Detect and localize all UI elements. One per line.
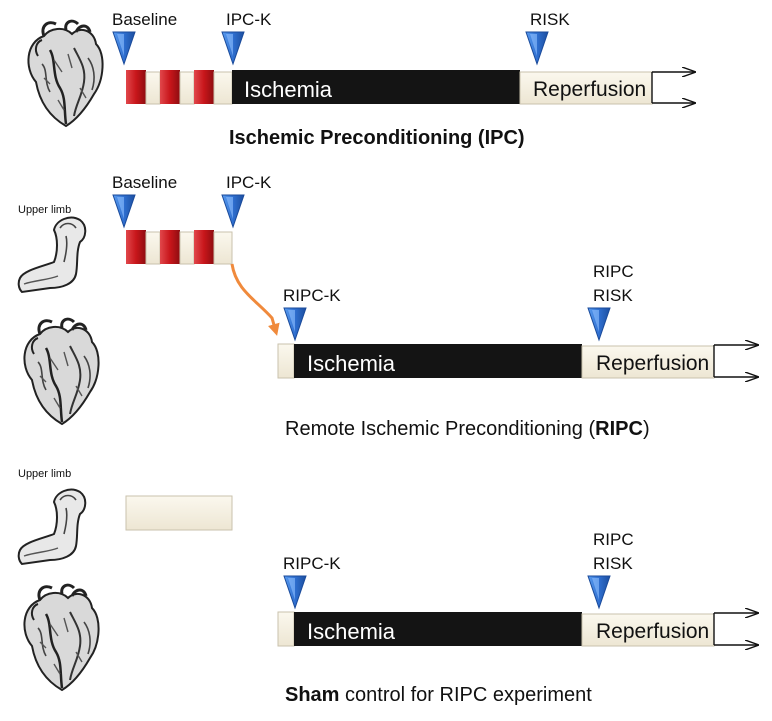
reperfusion-gap xyxy=(277,343,295,379)
ischemia-label: Ischemia xyxy=(307,351,396,376)
occlusion-block xyxy=(126,70,146,104)
arm-icon xyxy=(17,488,87,565)
reperfusion-bar xyxy=(519,71,653,105)
sham-caption-rest: control for RIPC experiment xyxy=(339,684,592,706)
reperfusion-label: Reperfusion xyxy=(596,352,710,375)
marker-label-risk: RISK xyxy=(593,286,633,305)
upper-limb-label: Upper limb xyxy=(18,468,72,480)
marker-pin-icon xyxy=(587,575,611,609)
ischemia-label: Ischemia xyxy=(307,619,396,644)
marker-label-ripc: RIPC xyxy=(593,262,634,281)
arm-icon xyxy=(17,216,87,293)
marker-pin-icon xyxy=(283,307,307,341)
reperfusion-gap xyxy=(145,71,161,105)
marker-pin-icon xyxy=(283,575,307,609)
marker-pin-icon xyxy=(221,31,245,65)
reperfusion-gap xyxy=(179,71,195,105)
occlusion-block xyxy=(160,70,180,104)
marker-label-risk: RISK xyxy=(593,554,633,573)
marker-label-ripc: RIPC xyxy=(593,530,634,549)
reperfusion-gap xyxy=(213,231,233,265)
ischemia-bar xyxy=(294,612,582,646)
reperfusion-bar xyxy=(581,345,715,379)
reperfusion-gap xyxy=(145,231,161,265)
occlusion-block xyxy=(194,230,214,264)
reperfusion-gap xyxy=(179,231,195,265)
sham-caption: Sham control for RIPC experiment xyxy=(285,683,592,707)
ischemia-bar xyxy=(232,70,520,104)
ischemia-bar xyxy=(294,344,582,378)
ipc-caption: Ischemic Preconditioning (IPC) xyxy=(229,127,525,149)
sham-caption-bold: Sham xyxy=(285,684,340,706)
heart-icon xyxy=(26,19,105,128)
transfer-arrow-icon xyxy=(230,263,280,336)
marker-label-ipck: IPC-K xyxy=(226,173,272,192)
ripc-caption-suffix: ) xyxy=(642,418,650,440)
reperfusion-label: Reperfusion xyxy=(596,620,710,643)
reperfusion-bar xyxy=(581,613,715,647)
occlusion-block xyxy=(126,230,146,264)
marker-label-baseline: Baseline xyxy=(112,173,178,192)
occlusion-block xyxy=(194,70,214,104)
ripc-caption: Remote Ischemic Preconditioning (RIPC) xyxy=(285,417,650,441)
marker-pin-icon xyxy=(525,31,549,65)
reperfusion-label: Reperfusion xyxy=(533,78,647,101)
ripc-caption-bold: RIPC xyxy=(595,418,643,440)
marker-pin-icon xyxy=(221,194,245,228)
reperfusion-gap xyxy=(213,71,233,105)
marker-label-ripck: RIPC-K xyxy=(283,554,341,573)
ripc-caption-prefix: Remote Ischemic Preconditioning ( xyxy=(285,418,596,440)
marker-label-baseline: Baseline xyxy=(112,10,178,29)
marker-label-risk: RISK xyxy=(530,10,570,29)
occlusion-block xyxy=(160,230,180,264)
sham-bar xyxy=(125,495,233,531)
heart-icon xyxy=(22,317,101,426)
upper-limb-label: Upper limb xyxy=(18,204,72,216)
marker-label-ripck: RIPC-K xyxy=(283,286,341,305)
marker-pin-icon xyxy=(112,194,136,228)
marker-label-ipck: IPC-K xyxy=(226,10,272,29)
marker-pin-icon xyxy=(112,31,136,65)
marker-pin-icon xyxy=(587,307,611,341)
ischemia-label: Ischemia xyxy=(244,77,333,102)
heart-icon xyxy=(22,583,101,692)
reperfusion-gap xyxy=(277,611,295,647)
